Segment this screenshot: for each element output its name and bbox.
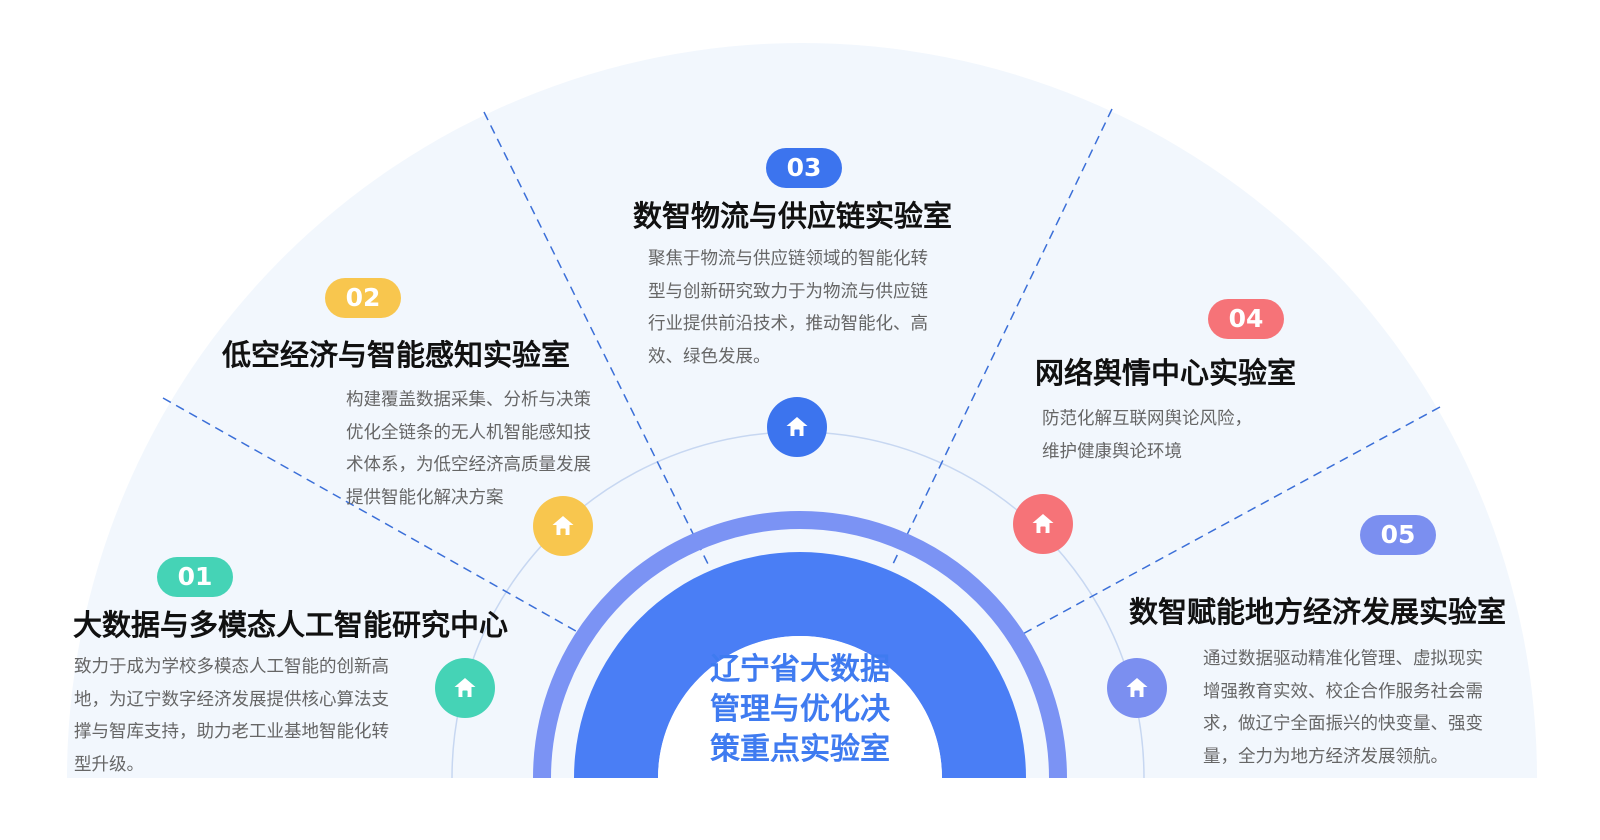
desc-line: 撑与智库支持，助力老工业基地智能化转 (74, 722, 389, 742)
divider-line-3 (891, 108, 1113, 567)
number-badge-02: 02 (325, 278, 401, 318)
center-title-line: 策重点实验室 (710, 732, 890, 767)
divider-line-4 (1018, 406, 1441, 637)
center-title-line: 辽宁省大数据 (710, 652, 890, 687)
lab-title-05: 数智赋能地方经济发展实验室 (1129, 595, 1507, 629)
center-white-core (658, 636, 942, 778)
lab-title-02: 低空经济与智能感知实验室 (222, 338, 571, 372)
lab-desc-01: 致力于成为学校多模态人工智能的创新高 地，为辽宁数字经济发展提供核心算法支 撑与… (74, 651, 389, 781)
center-title-line: 管理与优化决 (710, 692, 890, 727)
node-04[interactable] (1013, 494, 1073, 554)
lab-desc-04: 防范化解互联网舆论风险， 维护健康舆论环境 (1042, 403, 1252, 468)
desc-line: 优化全链条的无人机智能感知技 (346, 422, 591, 443)
number-badge-05: 05 (1360, 515, 1436, 555)
lab-desc-02: 构建覆盖数据采集、分析与决策 优化全链条的无人机智能感知技 术体系，为低空经济高… (346, 384, 591, 514)
divider-line-2 (483, 111, 710, 567)
center-outer-ring (533, 511, 1067, 778)
node-05[interactable] (1107, 658, 1167, 718)
desc-line: 构建覆盖数据采集、分析与决策 (346, 390, 591, 410)
desc-line: 行业提供前沿技术，推动智能化、高 (648, 314, 928, 334)
desc-line: 防范化解互联网舆论风险， (1042, 409, 1252, 429)
sector-dividers (162, 108, 1441, 640)
desc-line: 通过数据驱动精准化管理、虚拟现实 (1203, 649, 1483, 669)
desc-line: 提供智能化解决方案 (346, 487, 504, 508)
lab-title-01: 大数据与多模态人工智能研究中心 (73, 608, 509, 642)
desc-line: 地，为辽宁数字经济发展提供核心算法支 (74, 689, 389, 710)
desc-line: 型与创新研究致力于为物流与供应链 (648, 281, 928, 302)
divider-line-1 (162, 397, 591, 640)
desc-line: 效、绿色发展。 (648, 346, 771, 367)
lab-desc-05: 通过数据驱动精准化管理、虚拟现实 增强教育实效、校企合作服务社会需 求，做辽宁全… (1203, 643, 1483, 773)
center-blue-band (574, 552, 1026, 778)
desc-line: 求，做辽宁全面振兴的快变量、强变 (1203, 714, 1483, 734)
desc-line: 致力于成为学校多模态人工智能的创新高 (74, 657, 389, 677)
desc-line: 增强教育实效、校企合作服务社会需 (1203, 681, 1483, 702)
desc-line: 维护健康舆论环境 (1042, 441, 1182, 462)
number-badge-01: 01 (157, 557, 233, 597)
lab-title-04: 网络舆情中心实验室 (1035, 356, 1297, 390)
lab-desc-03: 聚焦于物流与供应链领域的智能化转 型与创新研究致力于为物流与供应链 行业提供前沿… (648, 243, 928, 373)
node-02[interactable] (533, 496, 593, 556)
center-title: 辽宁省大数据 管理与优化决 策重点实验室 (665, 650, 935, 770)
node-03[interactable] (767, 397, 827, 457)
number-badge-04: 04 (1208, 299, 1284, 339)
desc-line: 型升级。 (74, 754, 144, 775)
desc-line: 聚焦于物流与供应链领域的智能化转 (648, 249, 928, 269)
desc-line: 量，全力为地方经济发展领航。 (1203, 746, 1448, 767)
desc-line: 术体系，为低空经济高质量发展 (346, 455, 591, 475)
node-01[interactable] (435, 658, 495, 718)
number-badge-03: 03 (766, 148, 842, 188)
lab-title-03: 数智物流与供应链实验室 (633, 199, 953, 233)
